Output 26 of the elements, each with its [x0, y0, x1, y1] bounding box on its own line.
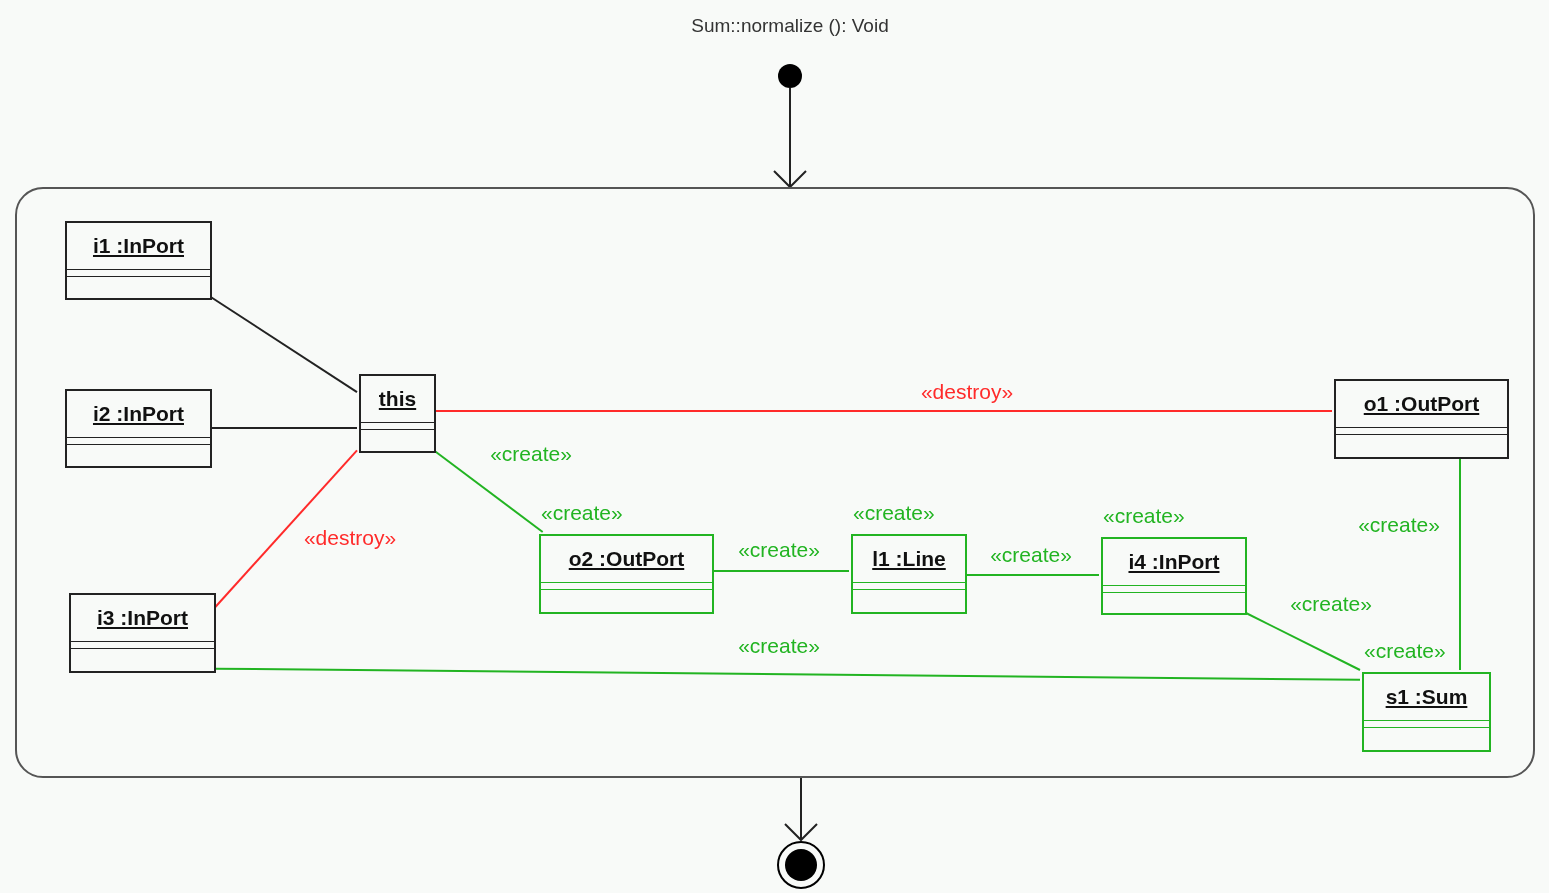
stereotype-label: «create» — [1103, 505, 1185, 526]
object-name: i4 :InPort — [1128, 551, 1220, 572]
object-name: i2 :InPort — [93, 403, 184, 424]
link-line — [1244, 611, 1361, 671]
stereotype-label: «create» — [541, 502, 623, 523]
object-name: o1 :OutPort — [1363, 393, 1480, 414]
object-box — [65, 221, 212, 300]
stereotype-label: «create» — [1364, 640, 1446, 661]
object-name: i3 :InPort — [97, 607, 188, 628]
initial-node — [778, 64, 802, 88]
object-name: o2 :OutPort — [568, 548, 685, 569]
object-box — [65, 389, 212, 468]
object-name: i1 :InPort — [93, 235, 184, 256]
final-node — [776, 840, 826, 890]
object-box — [359, 374, 436, 453]
object-box — [69, 593, 216, 673]
object-name: l1 :Line — [872, 548, 946, 569]
activity-title: Sum::normalize (): Void — [691, 15, 889, 36]
link-line — [433, 449, 544, 533]
activity-frame — [15, 187, 1535, 778]
object-box — [1334, 379, 1509, 459]
object-name: s1 :Sum — [1385, 686, 1468, 707]
arrow — [784, 777, 818, 841]
stereotype-label: «create» — [853, 502, 935, 523]
object-name: this — [378, 388, 417, 409]
arrow — [773, 87, 807, 188]
